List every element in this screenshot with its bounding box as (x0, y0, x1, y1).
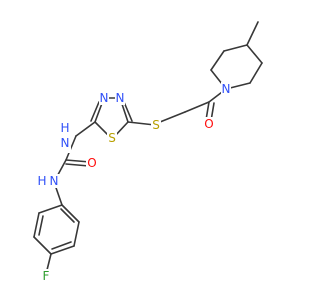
bond-c2-nh-upper (75, 121, 96, 137)
label-bg-n-piperidine (221, 82, 231, 96)
bond-s-ch2 (159, 111, 186, 123)
atom-label-n-left: N (100, 91, 109, 105)
bond-ar5-ar6 (73, 221, 80, 247)
label-bg-n-right (115, 91, 125, 105)
bond-ar4-ar5-double (51, 241, 72, 250)
atom-label-n-upper: N (61, 136, 70, 150)
label-bg-o-urea (86, 156, 98, 170)
atom-label-o-urea: O (87, 156, 96, 170)
bond-ar2-ar3 (33, 212, 40, 238)
bond-c4-c5 (249, 62, 263, 84)
bond-c-urea-o-double (65, 163, 90, 167)
bond-c1-c2 (210, 50, 225, 71)
bond-ar1-ar2 (38, 204, 63, 214)
atom-label-h-upper: H (60, 121, 69, 135)
atom-label-n-piperidine: N (222, 82, 231, 96)
atom-label-n-lower: N (50, 174, 59, 188)
label-bg-o-ketone (203, 117, 215, 131)
bond-c2-n1-double (90, 101, 100, 122)
atom-label-n-right: N (116, 91, 125, 105)
atom-label-layer: N N S S H N H N O O N F (34, 82, 231, 283)
label-bg-nh-upper (59, 121, 71, 153)
bond-n2-c5-double (123, 101, 133, 122)
bond-ar2-ar3-double (38, 215, 44, 236)
atom-label-f-aryl: F (43, 269, 50, 283)
atom-label-o-ketone: O (204, 117, 213, 131)
bond-ch2-co (184, 101, 210, 113)
bond-ar4-ar5 (50, 245, 75, 255)
bond-c5-s-thioether (127, 121, 156, 126)
label-bg-s-thioether (151, 118, 161, 132)
label-bg-nh-lower (34, 174, 66, 188)
bond-ar3-ar4 (33, 236, 52, 255)
bond-c3-methyl (246, 21, 259, 46)
atom-label-h-lower: H (37, 174, 46, 188)
bond-ar6-ar1 (61, 204, 80, 223)
bond-ar6-ar1-double (60, 208, 75, 223)
label-bg-f-aryl (41, 269, 51, 283)
bond-c2-c3 (223, 44, 248, 52)
label-bg-s-ring (107, 131, 117, 145)
bond-c3-c4 (246, 44, 263, 64)
label-bg-n-left (99, 91, 109, 105)
atom-label-s-ring: S (108, 131, 116, 145)
molecule-structure-diagram: N N S S H N H N O O N F (33, 21, 263, 283)
atom-label-s-thioether: S (152, 118, 160, 132)
